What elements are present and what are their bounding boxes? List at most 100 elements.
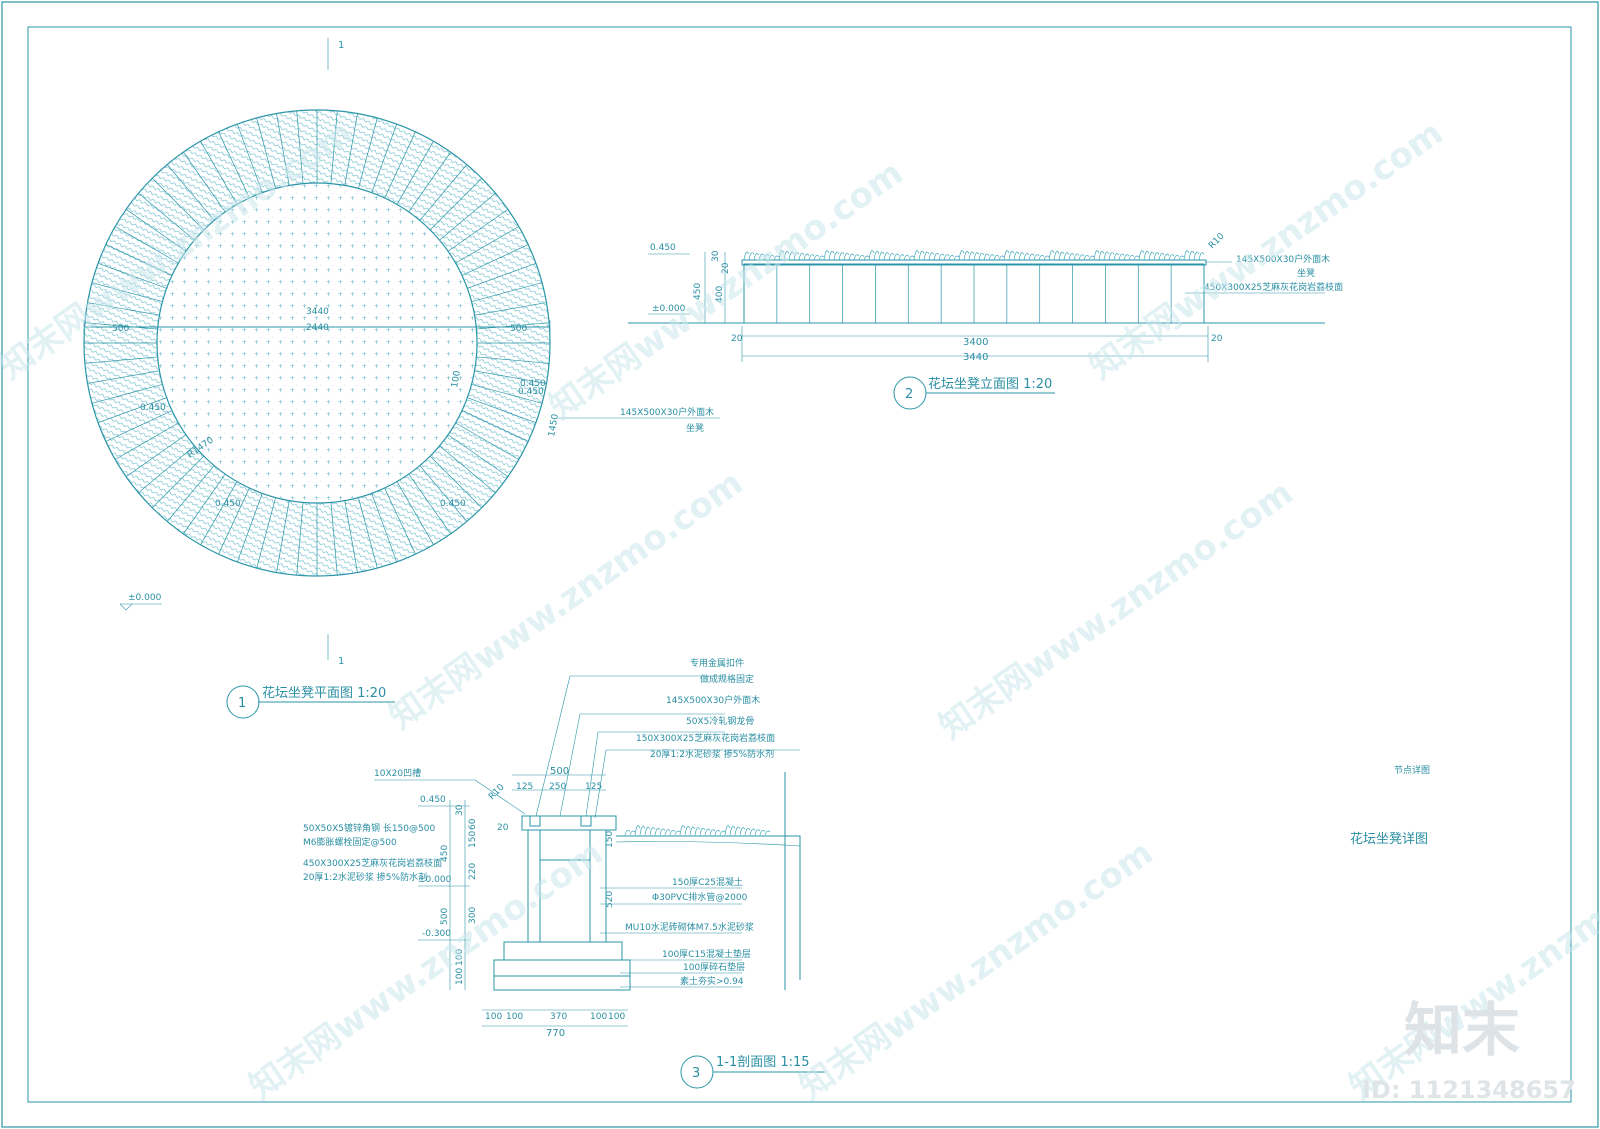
plant-stroke — [764, 830, 771, 836]
bench-slat-line — [236, 123, 263, 193]
plant-stroke — [659, 828, 666, 836]
plant-stroke — [1108, 252, 1115, 261]
plant-stroke — [1043, 255, 1050, 261]
plant-stroke — [1023, 253, 1030, 261]
bench-slat-line — [461, 244, 529, 276]
section-leaders — [535, 675, 800, 988]
elevation-slats — [776, 265, 1172, 323]
elev-dim-left-20: 20 — [731, 334, 743, 344]
elev-dim-20: 20 — [721, 262, 731, 274]
sec-dim-60: 60 — [468, 818, 478, 830]
plant-stroke — [1183, 250, 1190, 261]
sec-note-angle1: 50X50X5镀锌角钢 长150@500 — [303, 822, 435, 834]
plant-stroke — [684, 826, 691, 836]
bench-slat-line — [396, 481, 434, 545]
plant-stroke — [938, 253, 945, 261]
plant-stroke — [654, 828, 661, 836]
plant-stroke — [898, 254, 905, 261]
plant-stroke — [679, 825, 686, 836]
plant-stroke — [913, 250, 920, 261]
bench-slat-line — [447, 434, 509, 477]
bench-slat-line — [384, 487, 416, 555]
plant-stroke — [714, 830, 721, 836]
plant-stroke — [773, 255, 780, 261]
plant-stroke — [699, 828, 706, 836]
plan-level-right-inner: 0.450 — [520, 379, 546, 389]
bench-slat-line — [183, 151, 226, 213]
plant-stroke — [878, 251, 885, 261]
watermark-text-5: 知末网www.znzmo.com — [932, 473, 1300, 747]
sec-dim-220: 220 — [468, 863, 478, 880]
plant-stroke — [1068, 253, 1075, 261]
bench-slat-line — [138, 445, 195, 494]
plant-stroke — [1088, 255, 1095, 261]
bench-slat-line — [344, 113, 358, 186]
plant-stroke — [1178, 255, 1185, 261]
inner-frame — [27, 26, 1572, 1103]
plant-stroke — [1063, 252, 1070, 261]
bench-slat-line — [455, 226, 519, 264]
plant-stroke — [1053, 251, 1060, 261]
plant-stroke — [1048, 250, 1055, 261]
plant-stroke — [1158, 253, 1165, 261]
bench-slat-line — [218, 487, 250, 555]
bench-slat-line — [396, 141, 434, 205]
bench-slat-line — [166, 465, 215, 522]
plan-dim-inner: 2440 — [306, 323, 329, 333]
bench-slat-line — [474, 302, 547, 316]
bench-slat-line — [439, 445, 496, 494]
plant-stroke — [709, 829, 716, 836]
plant-stroke — [848, 253, 855, 261]
plant-stroke — [928, 252, 935, 261]
sec-dim-b100c: 100 — [590, 1012, 607, 1022]
bench-slat-line — [218, 131, 250, 199]
plant-stroke — [983, 253, 990, 261]
plan-dim-right-500: 500 — [510, 324, 527, 334]
sec-dim-370: 370 — [550, 1012, 567, 1022]
plant-stroke — [798, 253, 805, 261]
plant-stroke — [639, 826, 646, 836]
plant-stroke — [1098, 251, 1105, 261]
plant-stroke — [888, 253, 895, 261]
plant-stroke — [808, 254, 815, 261]
elev-note1-line2: 坐凳 — [1297, 268, 1315, 279]
elev-title: 花坛坐凳立面图 1:20 — [928, 376, 1052, 392]
plant-stroke — [1153, 252, 1160, 261]
sec-level-zero: ±0.000 — [418, 875, 452, 885]
plant-stroke — [1188, 251, 1195, 261]
section-plants — [624, 825, 771, 836]
plant-stroke — [803, 253, 810, 261]
sec-r10: R10 — [487, 782, 507, 802]
plant-stroke — [873, 251, 880, 261]
plant-stroke — [649, 827, 656, 836]
bench-slat-line — [87, 370, 160, 384]
plant-stroke — [1038, 255, 1045, 261]
bench-slat-line — [429, 455, 483, 509]
plant-stroke — [1118, 253, 1125, 261]
elev-dim-right-20: 20 — [1211, 334, 1223, 344]
bench-slat-line — [419, 465, 468, 522]
bench-slat-line — [115, 226, 179, 264]
plant-stroke — [818, 255, 825, 261]
bench-slat-line — [467, 262, 537, 289]
bench-slat-line — [476, 356, 550, 364]
plant-stroke — [1103, 251, 1110, 261]
plant-stroke — [704, 828, 711, 836]
elev-dim-3440: 3440 — [963, 352, 988, 363]
sec-dim-150: 150 — [468, 831, 478, 848]
plant-stroke — [734, 826, 741, 836]
bench-slat-line — [125, 209, 187, 252]
sec-dim-b100d: 100 — [608, 1012, 625, 1022]
bench-slat-line — [151, 455, 205, 509]
plan-view: + · 1 1 3440 2440 500 500 100 0.450 1450… — [83, 38, 720, 719]
plant-stroke — [719, 830, 726, 836]
bench-slat-line — [471, 384, 543, 404]
elev-level-zero: ±0.000 — [652, 304, 686, 314]
bench-slat-line — [105, 410, 173, 442]
plant-stroke — [743, 251, 750, 261]
bench-slat-line — [429, 177, 483, 231]
bench-slat-line — [183, 473, 226, 535]
bench-slat-line — [419, 164, 468, 221]
